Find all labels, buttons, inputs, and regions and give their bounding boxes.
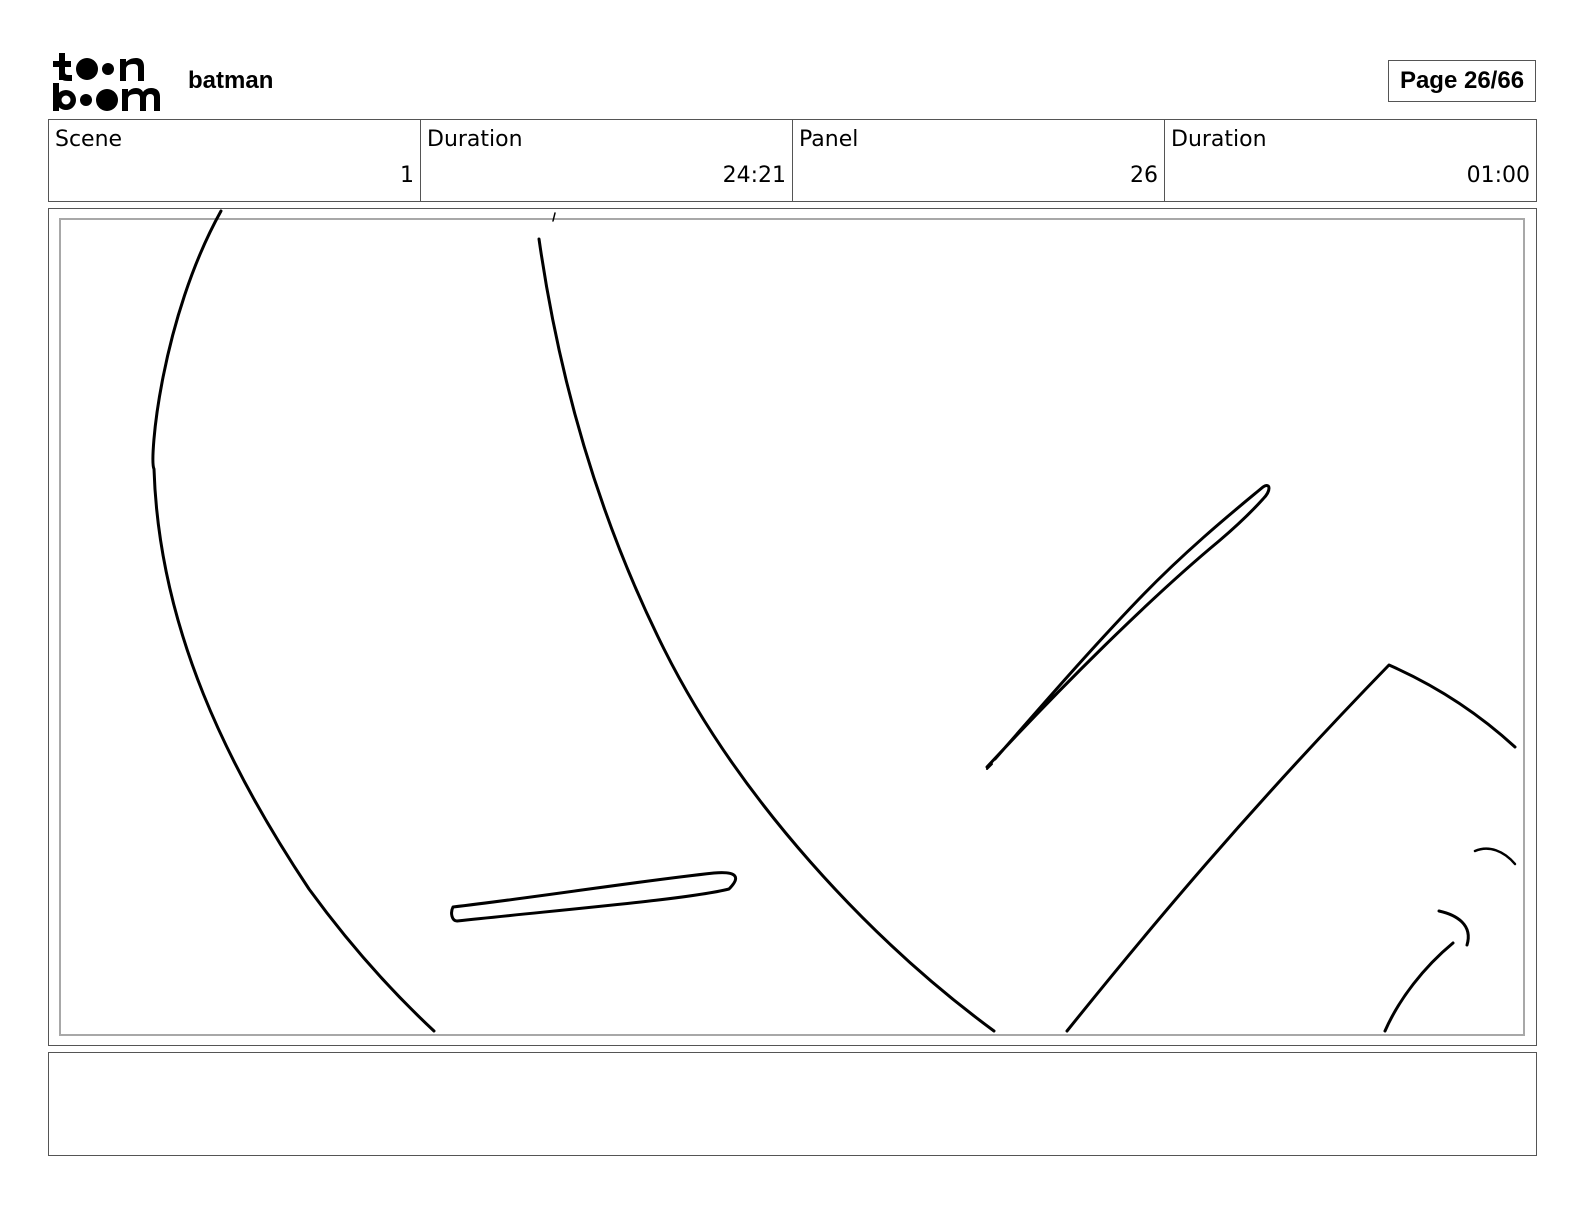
panel-label: Panel bbox=[799, 127, 859, 152]
sketch-small-curve-top bbox=[1473, 847, 1517, 866]
scene-value: 1 bbox=[400, 163, 414, 188]
sketch-horizontal-stroke bbox=[450, 871, 738, 923]
panel-sketch bbox=[151, 209, 1517, 1033]
panel-value: 26 bbox=[1130, 163, 1158, 188]
sketch-left-arc bbox=[151, 209, 436, 1033]
toon-boom-logo bbox=[53, 53, 160, 111]
panel-notes-box bbox=[48, 1052, 1537, 1156]
scene-duration-cell: Duration 24:21 bbox=[421, 120, 793, 201]
sketch-small-hook bbox=[1437, 909, 1470, 947]
panel-cell: Panel 26 bbox=[793, 120, 1165, 201]
scene-duration-value: 24:21 bbox=[722, 163, 786, 188]
sketch-tick-mark bbox=[552, 212, 556, 222]
scene-cell: Scene 1 bbox=[49, 120, 421, 201]
storyboard-panel bbox=[48, 208, 1537, 1046]
sketch-angular-shape bbox=[1065, 663, 1517, 1033]
panel-duration-cell: Duration 01:00 bbox=[1165, 120, 1536, 201]
project-title: batman bbox=[188, 67, 274, 94]
page-indicator: Page 26/66 bbox=[1388, 60, 1536, 102]
panel-safe-area bbox=[59, 218, 1525, 1036]
sketch-middle-arc bbox=[537, 237, 996, 1033]
sketch-lower-right-curve bbox=[1383, 941, 1455, 1033]
panel-duration-value: 01:00 bbox=[1466, 163, 1530, 188]
panel-info-table: Scene 1 Duration 24:21 Panel 26 Duration… bbox=[48, 119, 1537, 202]
scene-duration-label: Duration bbox=[427, 127, 523, 152]
panel-duration-label: Duration bbox=[1171, 127, 1267, 152]
scene-label: Scene bbox=[55, 127, 123, 152]
sketch-diagonal-stroke bbox=[985, 484, 1271, 769]
